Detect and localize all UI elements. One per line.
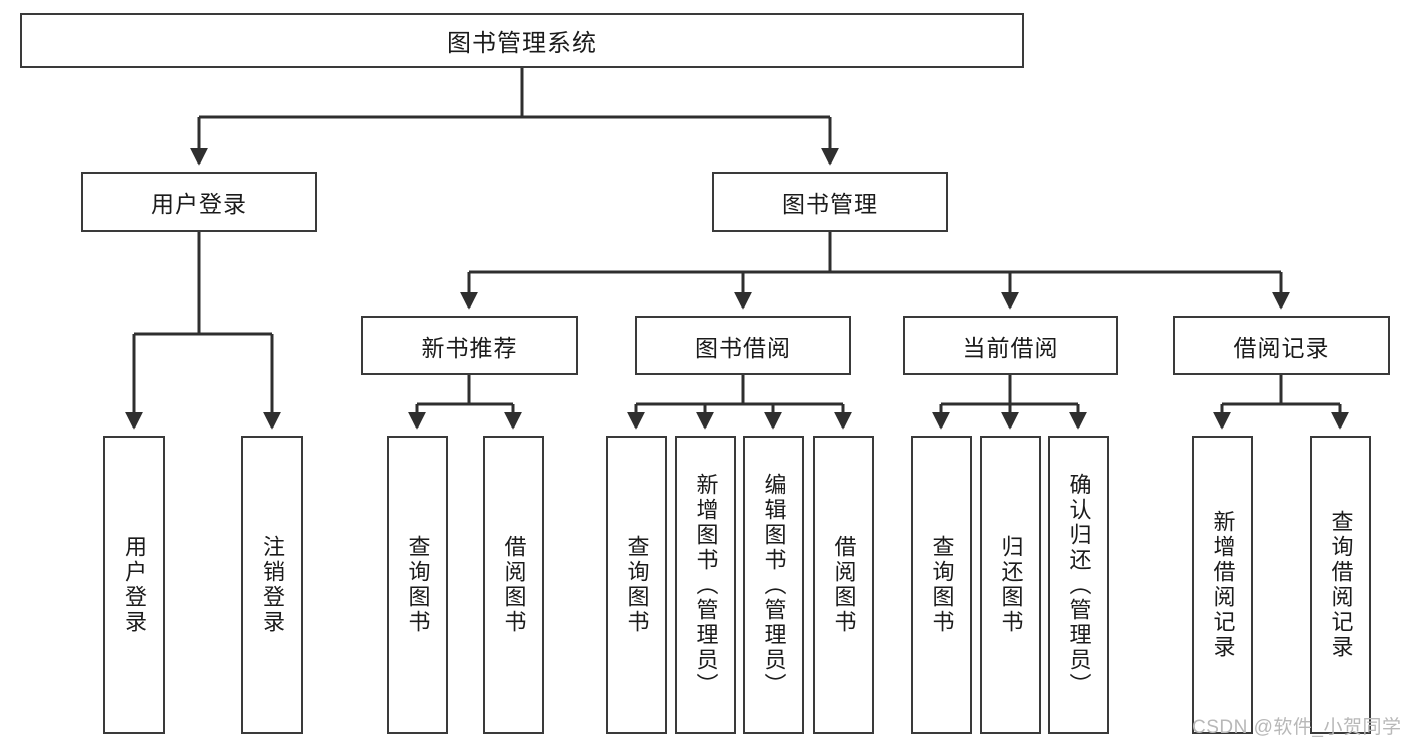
node-label: 新增图书（管理员） — [693, 472, 719, 698]
leaf-edit-book[interactable]: 编辑图书（管理员） — [743, 436, 804, 734]
node-label: 查询图书 — [405, 535, 431, 635]
node-label: 新书推荐 — [421, 334, 518, 361]
node-label: 用户登录 — [121, 535, 147, 635]
node-book-management[interactable]: 图书管理 — [712, 172, 948, 232]
node-root-system[interactable]: 图书管理系统 — [20, 13, 1024, 68]
node-label: 图书管理 — [782, 191, 878, 217]
leaf-confirm-return[interactable]: 确认归还（管理员） — [1048, 436, 1109, 734]
node-borrow-record[interactable]: 借阅记录 — [1173, 316, 1390, 375]
node-label: 新增借阅记录 — [1210, 510, 1236, 660]
leaf-query-book-2[interactable]: 查询图书 — [606, 436, 667, 734]
node-user-login[interactable]: 用户登录 — [81, 172, 317, 232]
leaf-add-book[interactable]: 新增图书（管理员） — [675, 436, 736, 734]
leaf-return-book[interactable]: 归还图书 — [980, 436, 1041, 734]
node-label: 查询图书 — [624, 535, 650, 635]
node-current-borrow[interactable]: 当前借阅 — [903, 316, 1118, 375]
leaf-add-record[interactable]: 新增借阅记录 — [1192, 436, 1253, 734]
leaf-query-book-3[interactable]: 查询图书 — [911, 436, 972, 734]
node-label: 借阅图书 — [831, 535, 857, 635]
node-label: 编辑图书（管理员） — [761, 472, 787, 698]
node-label: 注销登录 — [259, 535, 285, 635]
node-book-borrow[interactable]: 图书借阅 — [635, 316, 851, 375]
node-label: 查询图书 — [929, 535, 955, 635]
leaf-query-book-1[interactable]: 查询图书 — [387, 436, 448, 734]
node-label: 当前借阅 — [962, 334, 1059, 361]
node-label: 图书借阅 — [695, 334, 791, 361]
node-label: 借阅记录 — [1233, 334, 1330, 361]
node-label: 图书管理系统 — [447, 30, 597, 57]
leaf-borrow-book-1[interactable]: 借阅图书 — [483, 436, 544, 734]
node-label: 用户登录 — [151, 191, 247, 217]
node-label: 借阅图书 — [501, 535, 527, 635]
leaf-borrow-book-2[interactable]: 借阅图书 — [813, 436, 874, 734]
csdn-watermark: CSDN @软件_小贺同学 — [1192, 717, 1402, 738]
node-new-book-recommend[interactable]: 新书推荐 — [361, 316, 578, 375]
node-label: 查询借阅记录 — [1328, 510, 1354, 660]
leaf-query-record[interactable]: 查询借阅记录 — [1310, 436, 1371, 734]
leaf-user-login[interactable]: 用户登录 — [103, 436, 165, 734]
node-label: 归还图书 — [998, 535, 1024, 635]
leaf-logout-login[interactable]: 注销登录 — [241, 436, 303, 734]
node-label: 确认归还（管理员） — [1066, 472, 1092, 698]
